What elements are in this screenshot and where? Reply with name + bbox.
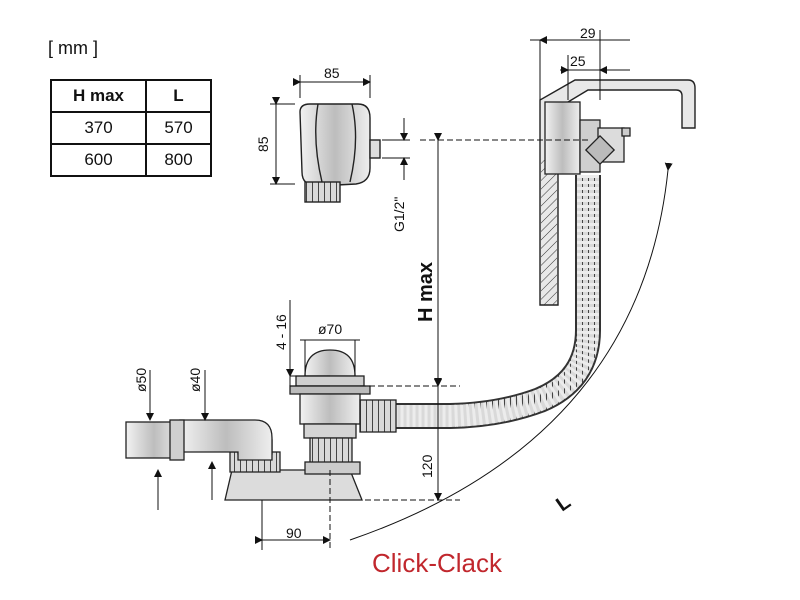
- dim-120-label: 120: [419, 454, 435, 478]
- plug-diameter-label: ø70: [318, 321, 342, 337]
- table-cell: 800: [145, 143, 212, 177]
- table-cell: 570: [145, 111, 212, 145]
- hose-rib-pattern: [395, 175, 599, 427]
- table-row: 600 800: [50, 143, 212, 177]
- drain-assembly: [125, 349, 397, 501]
- dim-90-label: 90: [286, 525, 302, 541]
- length-label: L: [552, 491, 575, 516]
- overflow-assembly: [544, 101, 631, 175]
- dimension-table: H max L 370 570 600 800: [50, 79, 212, 177]
- table-header-hmax: H max: [50, 79, 147, 113]
- adjust-range-label: 4 - 16: [273, 314, 289, 350]
- table-cell: 370: [50, 111, 147, 145]
- h-max-label: H max: [415, 262, 437, 322]
- pipe-d50-label: ø50: [133, 368, 149, 392]
- overflow-head-detail: [299, 103, 381, 203]
- units-label: [ mm ]: [48, 38, 98, 58]
- product-caption: Click-Clack: [372, 548, 502, 578]
- overflow-dimension-lines: [270, 75, 410, 185]
- table-cell: 600: [50, 143, 147, 177]
- overflow-height-label: 85: [255, 136, 271, 152]
- pipe-d40-label: ø40: [187, 368, 203, 392]
- dim-25-label: 25: [570, 53, 586, 69]
- main-dimension-lines: [146, 30, 673, 550]
- overflow-width-label: 85: [324, 65, 340, 81]
- table-header-row: H max L: [50, 79, 212, 113]
- thread-label: G1/2": [391, 197, 407, 232]
- dim-29-label: 29: [580, 25, 596, 41]
- table-row: 370 570: [50, 111, 212, 145]
- table-header-l: L: [145, 79, 212, 113]
